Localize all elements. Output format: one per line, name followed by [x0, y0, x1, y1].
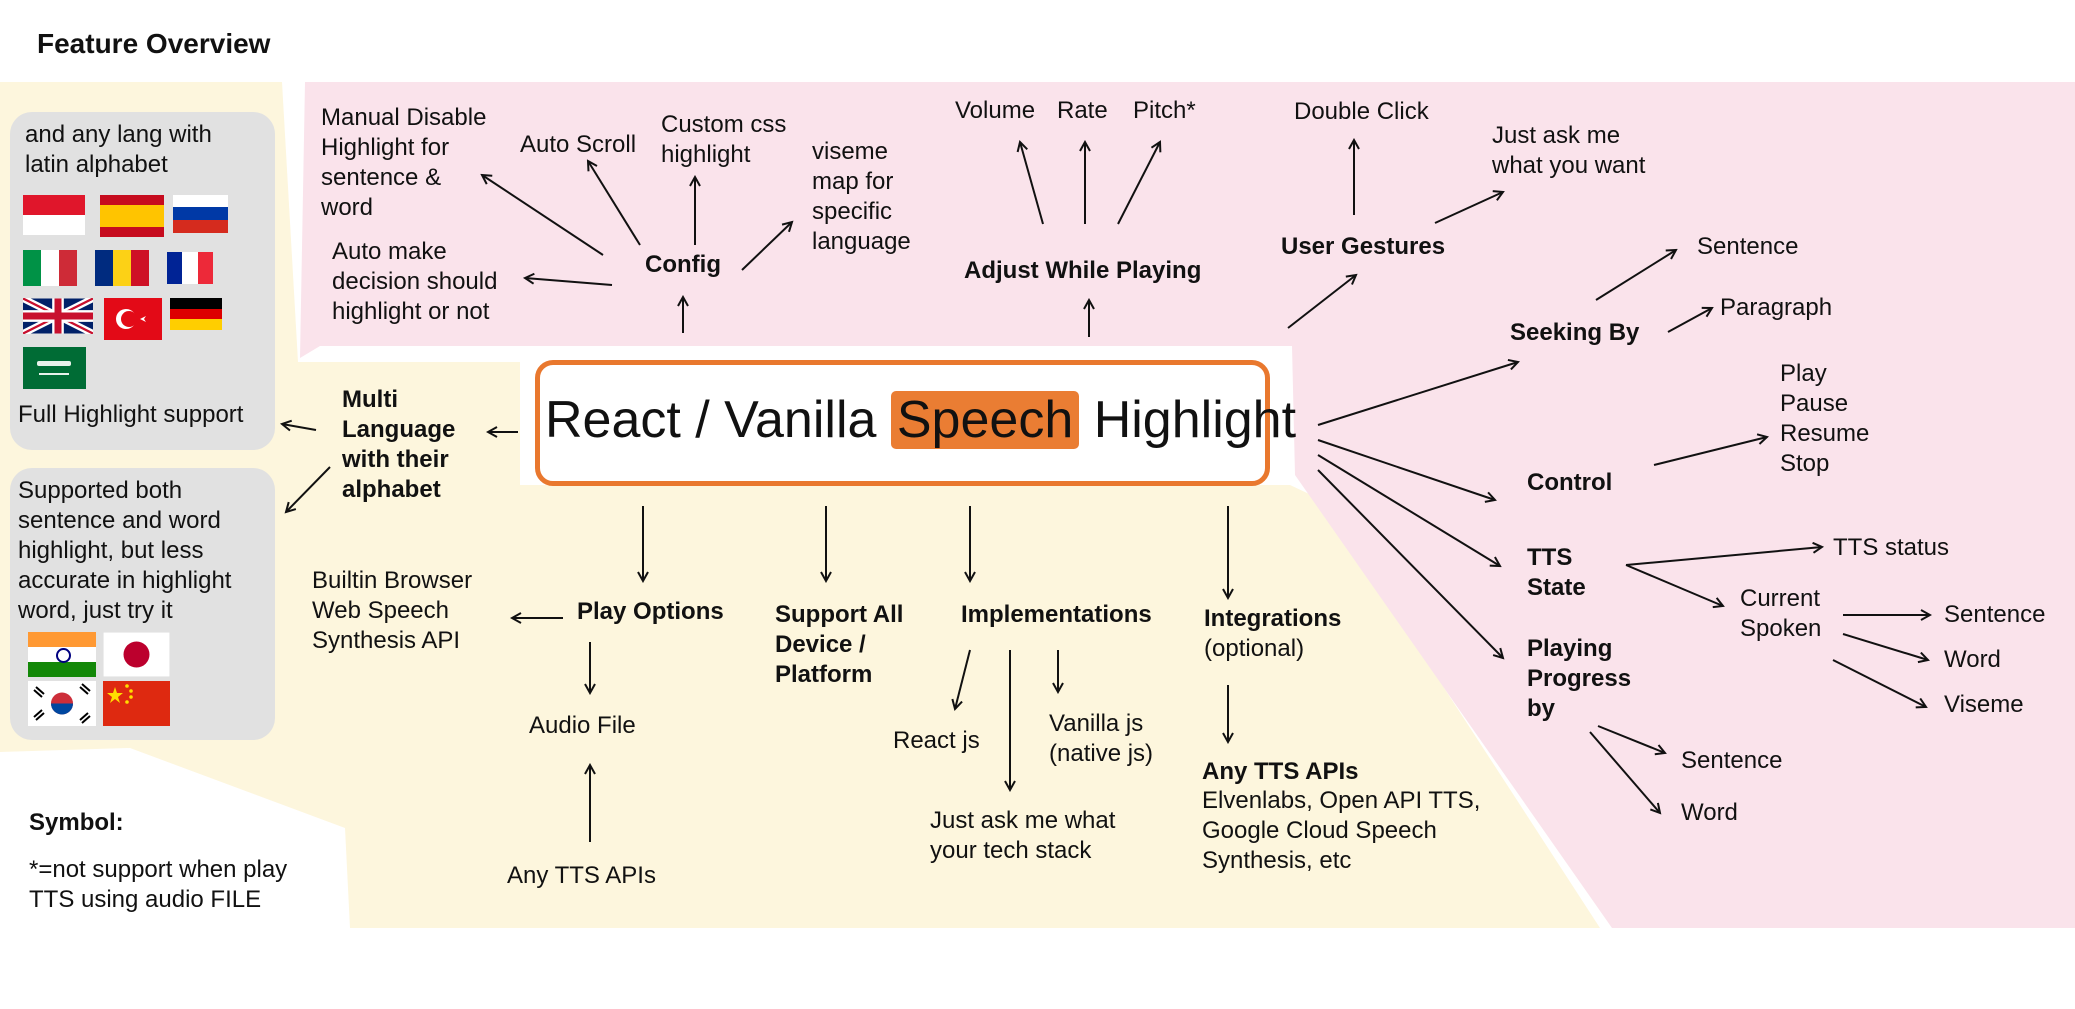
arrow	[1667, 308, 1712, 333]
france-flag-icon	[167, 252, 213, 284]
center-title-highlight: Speech	[890, 391, 1080, 449]
symbol-note: *=not support when play TTS using audio …	[29, 856, 288, 913]
progress-label: Playing Progress by	[1527, 635, 1632, 722]
implementations-label: Implementations	[961, 601, 1152, 628]
arrow	[1589, 731, 1660, 813]
center-title-post: Highlight	[1079, 391, 1297, 449]
tts-current-sentence: Sentence	[1944, 601, 2046, 628]
config-manual-disable: Manual Disable Highlight for sentence & …	[321, 104, 487, 221]
progress-sentence: Sentence	[1681, 747, 1783, 774]
arrow	[1317, 439, 1495, 500]
arrow	[1117, 142, 1160, 225]
tts-state-label: TTS State	[1527, 544, 1586, 601]
control-items: Play Pause Resume Stop	[1780, 360, 1870, 477]
arrow	[1597, 725, 1665, 753]
pink-region	[300, 82, 2075, 928]
romania-flag-icon	[95, 250, 149, 286]
config-custom-css: Custom css highlight	[661, 111, 787, 168]
arrow	[1653, 437, 1767, 466]
symbol-label: Symbol:	[29, 809, 124, 836]
adjust-pitch: Pitch*	[1133, 97, 1196, 124]
arrow	[1625, 564, 1723, 606]
seeking-sentence: Sentence	[1697, 233, 1799, 260]
integrations-apis-list: Elvenlabs, Open API TTS, Google Cloud Sp…	[1202, 787, 1481, 874]
adjust-label: Adjust While Playing	[964, 257, 1202, 284]
config-label: Config	[645, 251, 721, 278]
play-options-apis: Any TTS APIs	[507, 862, 656, 889]
arrow	[1317, 362, 1518, 426]
config-auto-decision: Auto make decision should highlight or n…	[332, 238, 498, 325]
adjust-rate: Rate	[1057, 97, 1108, 124]
arrow	[525, 278, 613, 286]
arrow	[1317, 469, 1503, 658]
turkey-flag-icon	[104, 298, 162, 340]
arrow	[1287, 275, 1356, 329]
arrow	[1842, 633, 1928, 660]
arrow	[955, 649, 971, 709]
italy-flag-icon	[23, 250, 77, 286]
play-options-label: Play Options	[577, 598, 724, 625]
integrations-optional: (optional)	[1204, 635, 1305, 662]
full-support-label: Full Highlight support	[18, 401, 244, 428]
integrations-label: Integrations	[1204, 605, 1342, 632]
latin-note: and any lang with latin alphabet	[25, 121, 212, 178]
germany-flag-icon	[170, 298, 222, 330]
implementations-ask: Just ask me what your tech stack	[930, 807, 1116, 864]
arrow	[588, 161, 641, 246]
adjust-volume: Volume	[955, 97, 1036, 124]
arrow	[1020, 142, 1044, 225]
arrow	[741, 222, 792, 271]
saudi-flag-icon	[23, 347, 86, 389]
tts-current-word: Word	[1944, 646, 2001, 673]
seeking-label: Seeking By	[1510, 319, 1640, 346]
language-label: Multi Language with their alphabet	[342, 386, 456, 503]
integrations-apis-label: Any TTS APIs	[1202, 758, 1359, 785]
config-auto-scroll: Auto Scroll	[520, 131, 637, 158]
tts-status: TTS status	[1833, 534, 1950, 561]
center-title: React / Vanilla Speech Highlight	[545, 385, 1296, 455]
russia-flag-icon	[173, 195, 228, 233]
tts-current-spoken: Current Spoken	[1740, 585, 1822, 642]
play-options-browser: Builtin Browser Web Speech Synthesis API	[312, 567, 473, 654]
gestures-double-click: Double Click	[1294, 98, 1429, 125]
arrow	[282, 424, 317, 430]
south-korea-flag-icon	[28, 681, 96, 726]
arrow	[1625, 547, 1822, 566]
gestures-label: User Gestures	[1281, 233, 1446, 260]
center-title-pre: React / Vanilla	[545, 391, 891, 449]
implementations-react: React js	[893, 727, 980, 754]
play-options-audio: Audio File	[529, 712, 636, 739]
indonesia-flag-icon	[23, 195, 85, 235]
arrow	[1317, 454, 1500, 566]
tts-current-viseme: Viseme	[1944, 691, 2024, 718]
implementations-vanilla: Vanilla js (native js)	[1049, 710, 1154, 767]
arrow	[482, 175, 604, 256]
arrow	[1434, 192, 1503, 224]
yellow-region	[0, 82, 1600, 928]
arrow	[1595, 250, 1676, 301]
china-flag-icon	[103, 681, 170, 726]
gestures-ask: Just ask me what you want	[1492, 122, 1646, 179]
partial-support-note: Supported both sentence and word highlig…	[18, 477, 232, 624]
control-label: Control	[1527, 469, 1613, 496]
spain-flag-icon	[100, 195, 164, 237]
japan-flag-icon	[103, 632, 170, 677]
arrow	[1832, 659, 1926, 707]
page-title: Feature Overview	[37, 28, 271, 59]
uk-flag-icon	[23, 298, 93, 334]
support-label: Support All Device / Platform	[775, 601, 904, 688]
india-flag-icon	[28, 632, 96, 677]
seeking-paragraph: Paragraph	[1720, 294, 1833, 321]
progress-word: Word	[1681, 799, 1738, 826]
arrow	[286, 466, 331, 512]
config-viseme: viseme map for specific language	[812, 138, 911, 255]
